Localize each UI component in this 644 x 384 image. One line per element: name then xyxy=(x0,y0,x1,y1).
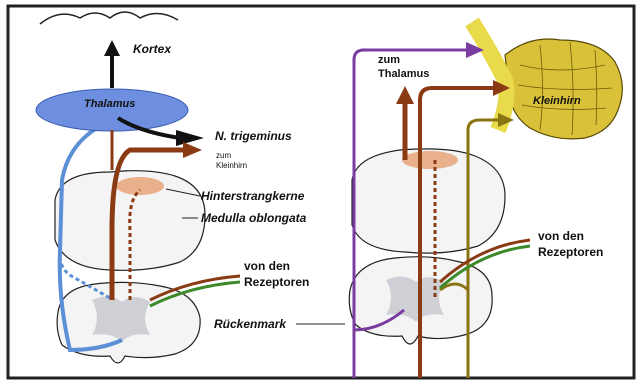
label-zum-thalamus-1: zum xyxy=(378,54,400,66)
label-zum-kleinhirn-2: Kleinhirn xyxy=(216,161,247,170)
hinterstrangkerne-right xyxy=(402,151,458,169)
kortex-arrow-head xyxy=(104,40,120,56)
label-zum-thalamus-2: Thalamus xyxy=(378,68,429,80)
label-thalamus: Thalamus xyxy=(84,98,135,110)
trigeminus-arrow xyxy=(176,130,204,146)
kleinhirn-peduncle xyxy=(472,22,506,130)
label-von-den-right-2: Rezeptoren xyxy=(538,245,603,259)
label-rueckenmark: Rückenmark xyxy=(214,317,287,331)
label-kortex: Kortex xyxy=(133,42,172,56)
label-kleinhirn: Kleinhirn xyxy=(533,95,581,107)
label-medulla: Medulla oblongata xyxy=(201,211,307,225)
brown-arrow-thalamus xyxy=(396,86,414,104)
brown-arrow-left xyxy=(183,142,202,158)
thalamus-ellipse xyxy=(36,89,188,131)
label-n-trigeminus: N. trigeminus xyxy=(215,129,292,143)
label-von-den-left-1: von den xyxy=(244,259,290,273)
label-von-den-left-2: Rezeptoren xyxy=(244,275,309,289)
label-von-den-right-1: von den xyxy=(538,229,584,243)
hinterstrangkerne-left xyxy=(116,177,164,195)
label-hinterstrangkerne: Hinterstrangkerne xyxy=(201,189,305,203)
cortex-outline xyxy=(40,12,178,24)
label-zum-kleinhirn-1: zum xyxy=(216,151,231,160)
